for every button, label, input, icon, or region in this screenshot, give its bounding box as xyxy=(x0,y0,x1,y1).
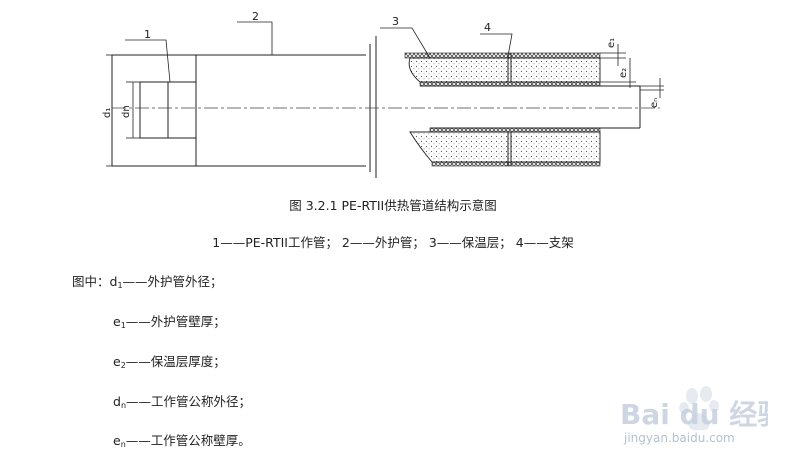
def-symbol: e xyxy=(113,314,121,329)
dim-e1: e₁ xyxy=(606,38,617,48)
support-bracket xyxy=(507,53,512,166)
definition-item: e2——保温层厚度； xyxy=(113,354,226,374)
watermark-url: jingyan.baidu.com xyxy=(623,431,735,445)
def-text: ——保温层厚度； xyxy=(125,354,226,369)
dim-e2: e₂ xyxy=(618,68,629,78)
work-pipe xyxy=(139,81,196,139)
outer-protective-pipe xyxy=(111,54,366,167)
watermark-brand: Bai du 经验 xyxy=(620,398,768,431)
dimension-lines-right xyxy=(600,44,664,98)
definitions-first-line: 图中：d1——外护管外径； xyxy=(72,274,223,294)
def-subscript: n xyxy=(120,440,126,449)
paw-icon xyxy=(679,386,719,431)
def-subscript: n xyxy=(120,401,127,410)
pipe-structure-drawing: 1 2 3 4 d₁ dn e₁ e₂ eₙ xyxy=(102,10,664,178)
def-symbol: d xyxy=(109,274,118,289)
definition-item: en——工作管公称壁厚。 xyxy=(113,433,251,453)
definitions-intro: 图中： xyxy=(72,274,110,289)
def-symbol: e xyxy=(113,354,121,369)
figure-legend: 1——PE-RTII工作管； 2——外护管； 3——保温层； 4——支架 xyxy=(212,235,574,250)
definition-item: e1——外护管壁厚； xyxy=(113,314,226,334)
def-symbol: e xyxy=(113,433,121,448)
dim-en: eₙ xyxy=(649,98,660,108)
def-symbol: d xyxy=(113,394,121,409)
def-subscript: 1 xyxy=(120,321,126,330)
label-4: 4 xyxy=(484,21,491,34)
insulation-layer xyxy=(408,57,601,163)
def-text: ——工作管公称壁厚。 xyxy=(125,433,251,448)
dimension-lines-left xyxy=(106,54,140,167)
def-text: ——外护管外径； xyxy=(122,274,223,289)
def-subscript: 1 xyxy=(117,281,123,290)
label-leaders xyxy=(125,21,513,83)
dim-d1: d₁ xyxy=(102,108,113,118)
label-1: 1 xyxy=(144,28,151,41)
label-3: 3 xyxy=(392,15,399,28)
baidu-jingyan-watermark: Bai du 经验 jingyan.baidu.com xyxy=(620,386,768,445)
def-subscript: 2 xyxy=(120,361,126,370)
def-text: ——外护管壁厚； xyxy=(125,314,226,329)
def-text: ——工作管公称外径； xyxy=(126,394,252,409)
break-lines xyxy=(369,36,377,178)
label-2: 2 xyxy=(252,10,259,23)
definition-item: dn——工作管公称外径； xyxy=(113,394,251,414)
dim-dn: dn xyxy=(121,105,132,118)
figure-caption: 图 3.2.1 PE-RTII供热管道结构示意图 xyxy=(289,198,497,213)
work-pipe-extension xyxy=(420,85,641,129)
